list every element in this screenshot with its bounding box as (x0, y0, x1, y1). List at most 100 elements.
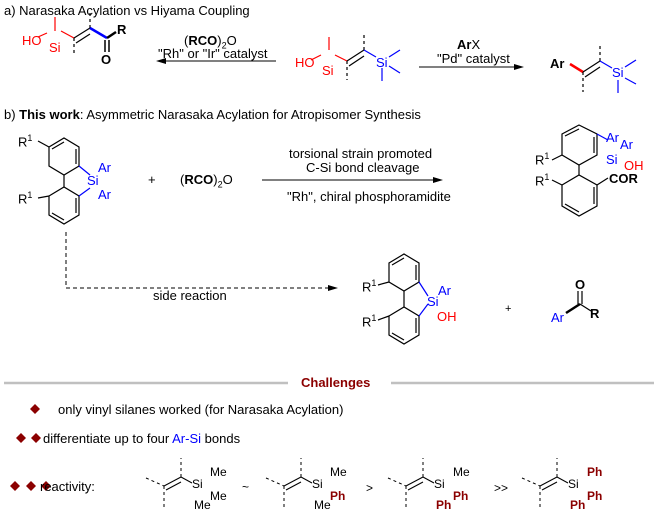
main-arrow-head (433, 177, 443, 183)
substituent-label: Ph (453, 489, 469, 503)
plus-sign: + (505, 303, 512, 315)
si-methyl-bond-2 (37, 32, 48, 38)
plus-sign: + (148, 172, 156, 187)
reactivity-vinyl-2 (265, 458, 313, 510)
diamond-icon (10, 481, 20, 491)
paren: ) (217, 33, 222, 48)
side-arrow-head (328, 285, 338, 291)
si-label: Si (606, 152, 618, 167)
si-vinyl-bond (60, 30, 75, 39)
r: R (362, 279, 372, 295)
si-label: Si (312, 477, 323, 491)
r: R (18, 134, 28, 150)
si-label: Si (612, 65, 624, 80)
r: R (535, 152, 545, 168)
r-label: R (590, 306, 600, 321)
reactivity-vinyl-1 (145, 458, 193, 510)
narasaka-catalyst: "Rh" or "Ir" catalyst (158, 46, 268, 61)
ar-label: Ar (620, 137, 633, 152)
challenge-item-3: reactivity: (40, 479, 95, 494)
sup: 1 (371, 278, 377, 288)
paren: ) (213, 172, 218, 187)
condition-line-2: C-Si bond cleavage (306, 160, 420, 175)
challenges-heading: Challenges (301, 375, 371, 390)
o-label: O (575, 277, 586, 292)
this-work: This work (19, 107, 80, 122)
r: R (362, 314, 372, 330)
substituent-label: Me (314, 498, 331, 512)
r1-label: R1 (362, 278, 376, 294)
sup: 1 (544, 151, 550, 161)
substituent-label: Me (330, 465, 347, 479)
condition-below: "Rh", chiral phosphoramidite (287, 189, 451, 204)
title-rest: : Asymmetric Narasaka Acylation for Atro… (79, 107, 421, 122)
condition-line-1: torsional strain promoted (289, 146, 433, 161)
hiyama-reagent: ArX (457, 37, 480, 52)
substituent-label: Ph (330, 489, 346, 503)
ho-label: HO (295, 55, 315, 70)
relation-symbol: ~ (242, 480, 250, 494)
challenge-markers (10, 404, 51, 491)
oh-label: OH (624, 158, 644, 173)
substituent-label: Me (210, 465, 227, 479)
si-label: Si (434, 477, 445, 491)
diamond-icon (26, 481, 36, 491)
o-label: O (101, 52, 112, 67)
substrate-bonds (310, 33, 401, 81)
narasaka-reagent: (RCO)2O (184, 33, 237, 51)
r: R (18, 191, 28, 207)
r1-label: R1 (18, 190, 32, 206)
si-label: Si (376, 55, 388, 70)
ar-label: Ar (98, 187, 111, 202)
diamond-icon (30, 404, 40, 414)
ar-label: Ar (550, 56, 565, 71)
challenge-item-1: only vinyl silanes worked (for Narasaka … (58, 402, 344, 417)
text: differentiate up to four (43, 431, 173, 446)
biaryl-product (551, 124, 609, 217)
section-b-title: b) This work: Asymmetric Narasaka Acylat… (4, 107, 421, 122)
si-label: Si (192, 477, 203, 491)
cor-label: COR (609, 171, 638, 186)
sup: 1 (27, 190, 33, 200)
oh-label: OH (437, 309, 457, 324)
reactivity-vinyl-3 (387, 458, 435, 510)
ar-label: Ar (606, 130, 619, 145)
r1-label: R1 (18, 133, 32, 149)
blue-c-c-bond (89, 26, 108, 40)
reactivity-vinyl-4 (521, 458, 569, 510)
ar-label: Ar (438, 283, 451, 298)
r1-label: R1 (535, 172, 549, 188)
o: O (222, 172, 233, 187)
relation-symbol: >> (494, 481, 509, 495)
si-label: Si (49, 40, 61, 55)
r-label: R (117, 22, 127, 37)
o: O (226, 33, 237, 48)
text: bonds (201, 431, 241, 446)
ho-label: HO (22, 33, 42, 48)
si-label: Si (322, 63, 334, 78)
rco: RCO (184, 172, 214, 187)
substituent-label: Me (210, 489, 227, 503)
narasaka-arrow-head (156, 58, 166, 64)
si-label: Si (568, 477, 579, 491)
rco: RCO (188, 33, 218, 48)
substituent-label: Ph (436, 498, 452, 512)
subscript: 2 (217, 179, 223, 190)
paren: ( (180, 172, 185, 187)
r1-label: R1 (535, 151, 549, 167)
diamond-icon (16, 433, 26, 443)
r: R (535, 173, 545, 189)
section-a-title: a) Narasaka Acylation vs Hiyama Coupling (4, 3, 250, 18)
ar-si-highlight: Ar-Si (172, 431, 202, 446)
substituent-label: Ph (587, 489, 603, 503)
substituent-label: Ph (587, 465, 603, 479)
sup: 1 (27, 133, 33, 143)
diamond-icon (31, 433, 41, 443)
silafluorenol-product (377, 253, 429, 345)
side-reaction-label: side reaction (153, 288, 227, 303)
ar-label: Ar (98, 160, 111, 175)
narasaka-product-bonds (37, 12, 117, 56)
si-label: Si (87, 173, 99, 188)
sup: 1 (371, 313, 377, 323)
